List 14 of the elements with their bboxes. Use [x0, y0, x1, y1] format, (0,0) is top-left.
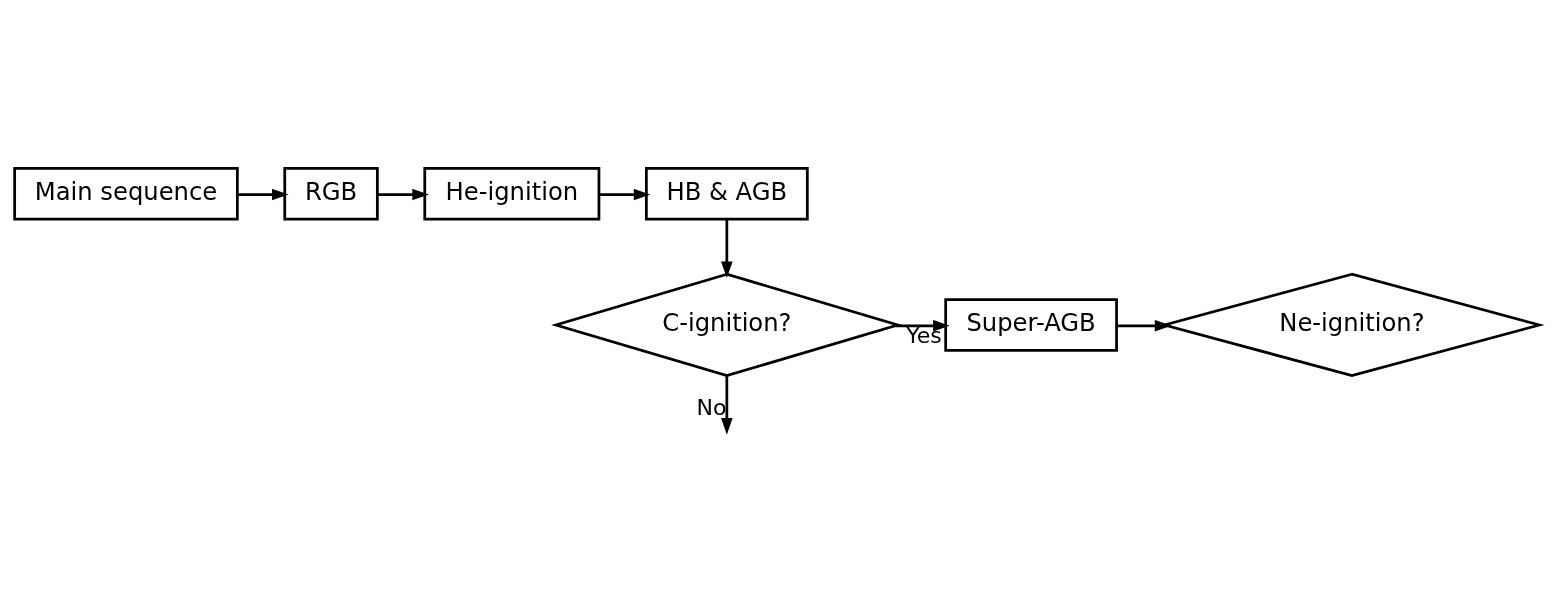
node-box: Super-AGB — [944, 298, 1118, 352]
edge-label: Yes — [906, 323, 942, 349]
arrow — [1116, 319, 1172, 332]
node-box: He-ignition — [423, 167, 601, 221]
edge-label: No — [696, 395, 727, 421]
arrow — [721, 375, 733, 435]
node-box: Main sequence — [13, 167, 239, 221]
arrow — [895, 319, 950, 332]
arrow — [721, 219, 733, 279]
arrow — [599, 188, 651, 201]
arrow — [237, 188, 289, 201]
node-box: HB & AGB — [645, 167, 809, 221]
arrow — [377, 188, 429, 201]
node-box: RGB — [283, 167, 379, 221]
